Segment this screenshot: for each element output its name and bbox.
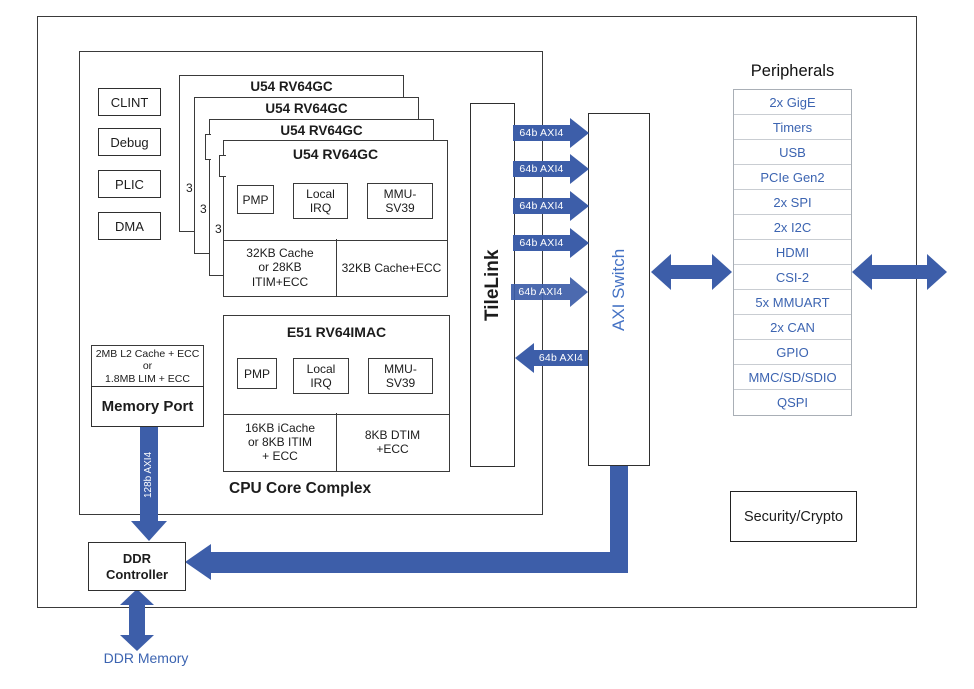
ddr-memory-arrow (120, 589, 154, 651)
peripheral-item: HDMI (734, 240, 851, 265)
debug-block: Debug (98, 128, 161, 156)
local-irq-block: Local IRQ (293, 183, 348, 219)
mmu-sv39-block: MMU- SV39 (367, 183, 433, 219)
hidden-cache-text-fragment: 3 (215, 222, 222, 236)
plic-block: PLIC (98, 170, 161, 198)
e51-core-title: E51 RV64IMAC (286, 324, 387, 340)
memory-port-block: Memory Port (91, 386, 204, 427)
axi128-bus-label: 128b AXI4 (143, 451, 154, 498)
arrowhead-right-icon (570, 154, 589, 184)
arrowhead-left-icon (651, 254, 671, 290)
u54-core-title: U54 RV64GC (280, 123, 363, 138)
e51-dtim-cell: 8KB DTIM +ECC (364, 427, 421, 456)
arrowhead-left-icon (515, 343, 534, 373)
hidden-cache-text-fragment: 3 (186, 181, 193, 195)
peripherals-external-arrow (852, 254, 947, 290)
mmu-sv39-block: MMU- SV39 (368, 358, 433, 394)
peripheral-item: QSPI (776, 395, 809, 410)
hidden-pmp-box-fragment (219, 155, 226, 177)
peripheral-item: Timers (734, 115, 851, 140)
axi4-bus-arrow-left: 64b AXI4 (515, 343, 588, 373)
u54-core-title: U54 RV64GC (250, 79, 333, 94)
arrowhead-right-icon (570, 118, 589, 148)
arrowhead-up-icon (120, 589, 154, 605)
peripheral-item: PCIe Gen2 (734, 165, 851, 190)
peripheral-item: MMC/SD/SDIO (734, 365, 851, 390)
pmp-block: PMP (237, 185, 274, 214)
peripheral-item: 2x SPI (734, 190, 851, 215)
axi4-bus-arrow-right: 64b AXI4 (513, 154, 589, 184)
axi4-bus-label: 64b AXI4 (519, 200, 564, 212)
dma-block: DMA (98, 212, 161, 240)
arrowhead-down-icon (120, 635, 154, 651)
axi4-bus-arrow-right: 64b AXI4 (513, 118, 589, 148)
axi-to-ddr-vertical-bar (610, 466, 628, 573)
axi128-bus-bar: 128b AXI4 (140, 427, 158, 522)
peripherals-title: Peripherals (750, 62, 835, 80)
axi4-bus-arrow-right: 64b AXI4 (513, 191, 589, 221)
clint-block: CLINT (98, 88, 161, 116)
peripheral-item: CSI-2 (734, 265, 851, 290)
tilelink-box: TileLink (470, 103, 515, 467)
axi4-bus-label: 64b AXI4 (519, 163, 564, 175)
axi4-bus-arrow-right: 64b AXI4 (511, 277, 588, 307)
u54-core-card-front: U54 RV64GC PMP Local IRQ MMU- SV39 32KB … (223, 140, 448, 297)
u54-core-title: U54 RV64GC (265, 101, 348, 116)
u54-icache-cell: 32KB Cache or 28KB ITIM+ECC (224, 239, 337, 296)
arrowhead-right-icon (570, 228, 589, 258)
peripheral-item: 2x I2C (734, 215, 851, 240)
e51-icache-cell: 16KB iCache or 8KB ITIM + ECC (224, 413, 337, 471)
axi-switch-label: AXI Switch (609, 248, 628, 331)
u54-cache-row-divider (224, 239, 447, 241)
arrowhead-right-icon (712, 254, 732, 290)
pmp-block: PMP (237, 358, 277, 389)
arrowhead-left-icon (185, 544, 211, 580)
l2-cache-block: 2MB L2 Cache + ECC or 1.8MB LIM + ECC (91, 345, 204, 388)
hidden-pmp-box-fragment (205, 134, 211, 160)
axi4-bus-arrow-right: 64b AXI4 (513, 228, 589, 258)
peripheral-item: GPIO (734, 340, 851, 365)
e51-core-card: E51 RV64IMAC PMP Local IRQ MMU- SV39 16K… (223, 315, 450, 472)
peripheral-item: 2x CAN (734, 315, 851, 340)
u54-dcache-cell: 32KB Cache+ECC (341, 260, 442, 275)
security-crypto-block: Security/Crypto (730, 491, 857, 542)
ddr-controller-block: DDR Controller (88, 542, 186, 591)
arrowhead-right-icon (570, 277, 588, 307)
cpu-core-complex-label: CPU Core Complex (229, 480, 372, 497)
arrowhead-right-icon (927, 254, 947, 290)
u54-core-title: U54 RV64GC (292, 146, 379, 162)
axi128-arrowhead-down-icon (131, 521, 167, 541)
axi-switch-box: AXI Switch (588, 113, 650, 466)
axi4-bus-label: 64b AXI4 (538, 352, 584, 364)
arrowhead-right-icon (570, 191, 589, 221)
tilelink-label: TileLink (482, 249, 503, 321)
peripheral-item: 2x GigE (734, 90, 851, 115)
peripheral-item: 5x MMUART (734, 290, 851, 315)
arrowhead-left-icon (852, 254, 872, 290)
axi4-bus-label: 64b AXI4 (519, 237, 564, 249)
local-irq-block: Local IRQ (293, 358, 349, 394)
hidden-cache-text-fragment: 3 (200, 202, 207, 216)
axi4-bus-label: 64b AXI4 (519, 127, 564, 139)
axi-to-peripherals-arrow (651, 254, 732, 290)
axi4-bus-label: 64b AXI4 (518, 286, 563, 298)
peripheral-item: USB (734, 140, 851, 165)
axi-to-ddr-horizontal-bar (211, 552, 628, 573)
ddr-memory-label: DDR Memory (103, 650, 189, 666)
